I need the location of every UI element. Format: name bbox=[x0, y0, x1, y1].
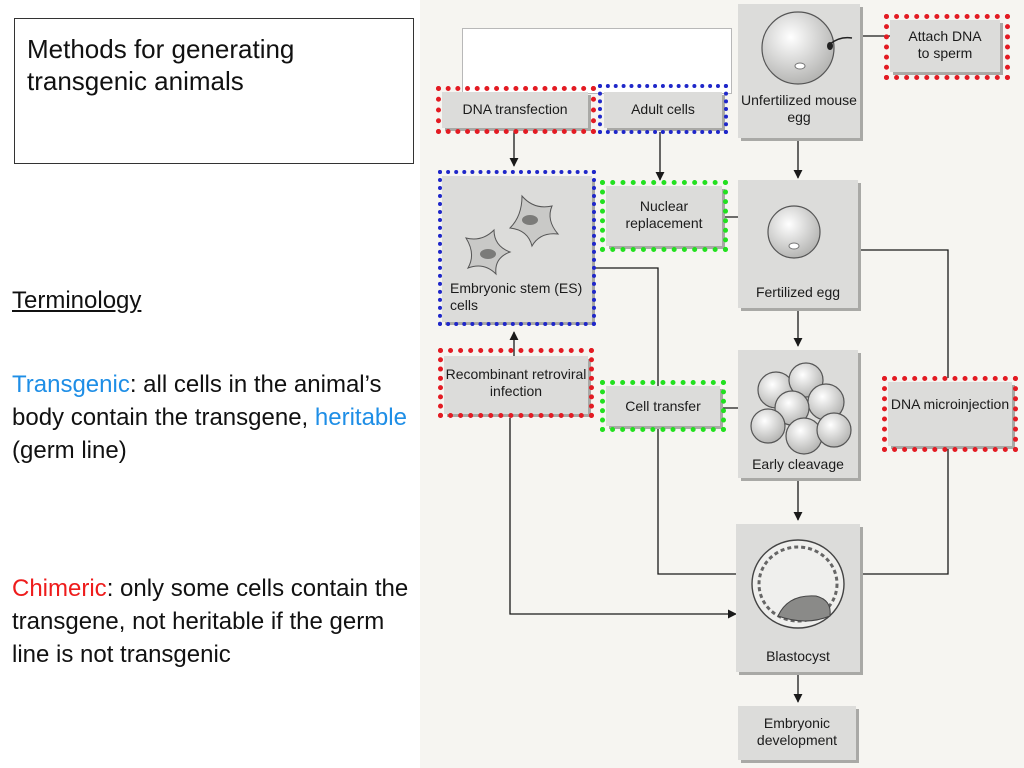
box-embryonic-development: Embryonic development bbox=[738, 706, 856, 760]
highlight-cell-transfer bbox=[600, 380, 726, 432]
transgenic-text: : all cells in the animal’s body contain… bbox=[12, 371, 382, 431]
fertilized-egg-icon bbox=[767, 205, 821, 259]
arrow-retroviral-to-blastocyst bbox=[509, 418, 737, 619]
box-attach-dna: Attach DNA to sperm bbox=[890, 20, 1000, 72]
box-unfertilized-egg: Unfertilized mouse egg bbox=[738, 4, 860, 138]
box-adult-cells: Adult cells bbox=[604, 92, 722, 128]
blank-rectangle bbox=[462, 28, 732, 94]
highlight-attach-dna bbox=[884, 14, 1010, 80]
box-blastocyst: Blastocyst bbox=[736, 524, 860, 672]
arrow-microinjection-to-fertilized bbox=[817, 245, 949, 378]
transgenic-term: Transgenic bbox=[12, 371, 130, 398]
cleavage-cells-icon bbox=[750, 362, 852, 455]
chimeric-definition: Chimeric: only some cells contain the tr… bbox=[12, 572, 416, 671]
chimeric-term: Chimeric bbox=[12, 575, 107, 602]
box-es-cells: Embryonic stem (ES) cells bbox=[442, 176, 592, 322]
box-retroviral-infection: Recombinant retroviral infection bbox=[444, 356, 588, 414]
box-early-cleavage: Early cleavage bbox=[738, 350, 858, 478]
transgenic-definition: Transgenic: all cells in the animal’s bo… bbox=[12, 368, 416, 467]
highlight-retroviral-infection bbox=[438, 348, 594, 418]
transgenic-methods-diagram: Attach DNA to sperm DNA transfection Adu… bbox=[420, 0, 1024, 768]
slide-title: Methods for generating transgenic animal… bbox=[14, 18, 414, 164]
box-cell-transfer: Cell transfer bbox=[606, 386, 720, 426]
transgenic-text-end: (germ line) bbox=[12, 437, 127, 464]
highlight-adult-cells bbox=[598, 84, 728, 134]
highlight-nuclear-replacement bbox=[600, 180, 728, 252]
highlight-dna-microinjection bbox=[882, 376, 1018, 452]
box-nuclear-replacement: Nuclear replacement bbox=[606, 186, 722, 246]
box-dna-microinjection: DNA microinjection bbox=[888, 382, 1012, 446]
blastocyst-icon bbox=[751, 539, 845, 629]
box-dna-transfection: DNA transfection bbox=[442, 92, 588, 128]
unfertilized-egg-icon bbox=[761, 11, 853, 85]
chimeric-text: : only some cells contain the transgene,… bbox=[12, 575, 409, 668]
stem-cells-icon bbox=[464, 194, 560, 276]
highlight-dna-transfection bbox=[436, 86, 596, 134]
heritable-word: heritable bbox=[314, 404, 407, 431]
box-fertilized-egg: Fertilized egg bbox=[738, 180, 858, 308]
terminology-heading: Terminology bbox=[12, 287, 142, 314]
highlight-es-cells bbox=[438, 170, 596, 326]
